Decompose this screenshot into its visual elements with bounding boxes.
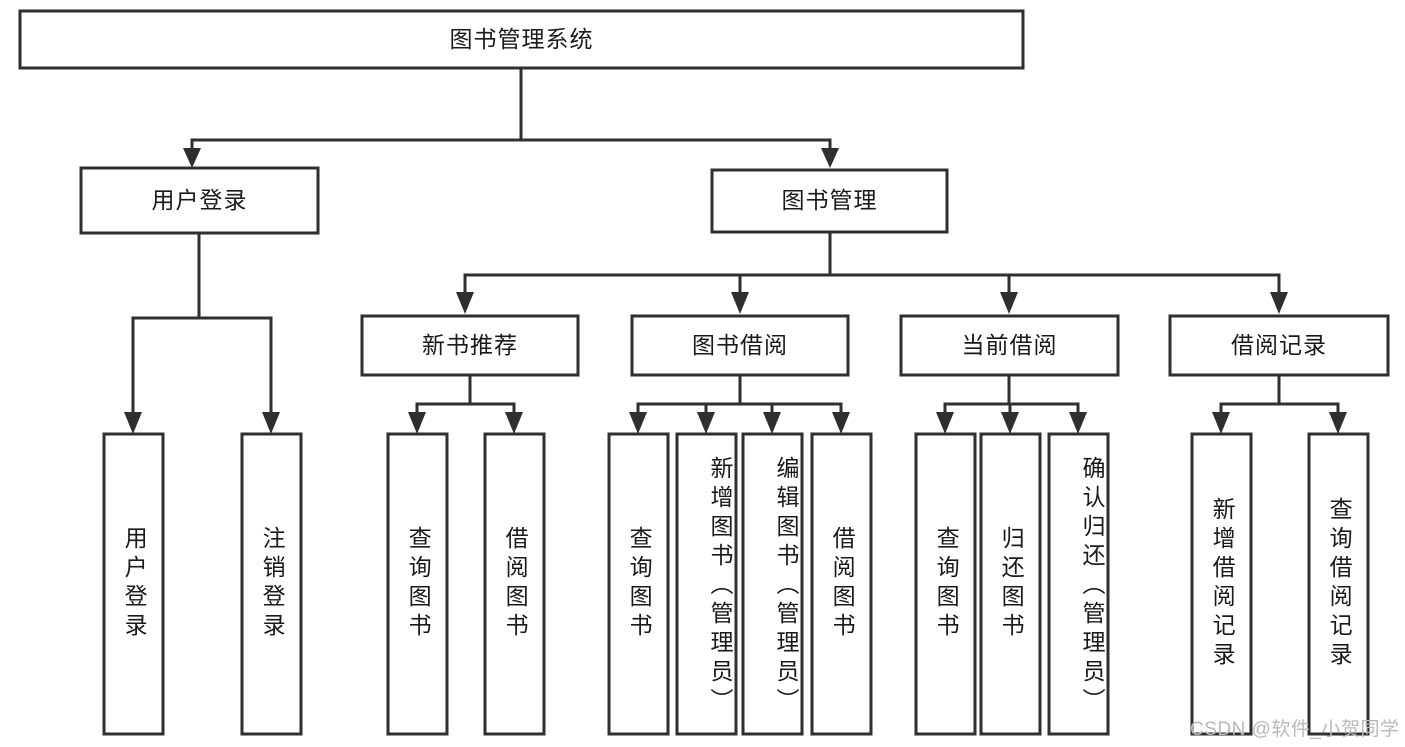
node-box-leaf-query-book-2[interactable] [607, 432, 670, 736]
arrow-head-current-borrow [1000, 292, 1018, 314]
arrow-head-leaf-add-record [1212, 412, 1230, 434]
arrow-head-leaf-query-record [1329, 412, 1347, 434]
node-box-leaf-user-logout[interactable] [240, 432, 303, 736]
node-box-borrow-record[interactable] [1168, 314, 1390, 377]
arrow-head-leaf-query-book-1 [408, 412, 426, 434]
node-box-leaf-confirm-return[interactable] [1047, 432, 1110, 736]
connectors-current-borrow-to-leaves [936, 373, 1087, 434]
arrow-head-leaf-edit-book [763, 412, 781, 434]
arrow-head-new-book-recommend [456, 292, 474, 314]
connectors-root-to-level1 [183, 66, 839, 168]
connectors-book-borrow-to-leaves [629, 373, 850, 434]
arrow-head-borrow-record [1270, 292, 1288, 314]
arrow-head-leaf-user-login [124, 412, 142, 434]
node-box-book-borrow[interactable] [630, 314, 850, 377]
arrow-head-leaf-borrow-book-1 [505, 412, 523, 434]
node-box-leaf-edit-book[interactable] [741, 432, 804, 736]
connectors-book-manage-to-level2 [456, 230, 1288, 314]
arrow-head-leaf-query-book-2 [629, 412, 647, 434]
node-box-leaf-add-record[interactable] [1190, 432, 1253, 736]
node-box-leaf-query-book-1[interactable] [386, 432, 449, 736]
arrow-head-leaf-add-book [697, 412, 715, 434]
node-box-new-book-recommend[interactable] [360, 314, 580, 377]
arrow-head-user-login [183, 148, 201, 168]
connectors-borrow-record-to-leaves [1212, 373, 1347, 434]
arrow-head-leaf-query-book-3 [936, 412, 954, 434]
node-box-leaf-query-record[interactable] [1307, 432, 1370, 736]
node-box-leaf-borrow-book-1[interactable] [483, 432, 546, 736]
node-box-leaf-borrow-book-2[interactable] [810, 432, 873, 736]
node-box-user-login[interactable] [79, 166, 320, 235]
node-box-leaf-user-login[interactable] [102, 432, 165, 736]
node-box-root[interactable] [18, 9, 1025, 70]
arrow-head-book-manage [821, 148, 839, 168]
arrow-head-leaf-borrow-book-2 [832, 412, 850, 434]
arrow-head-leaf-user-logout [262, 412, 280, 434]
node-box-current-borrow[interactable] [899, 314, 1120, 377]
node-box-leaf-return-book[interactable] [979, 432, 1042, 736]
node-box-leaf-query-book-3[interactable] [914, 432, 977, 736]
arrow-head-book-borrow [731, 292, 749, 314]
arrow-head-leaf-return-book [1001, 412, 1019, 434]
connectors-user-login-to-leaves [124, 231, 280, 434]
node-box-leaf-add-book[interactable] [675, 432, 738, 736]
arrow-head-leaf-confirm-return [1069, 412, 1087, 434]
connectors-new-book-to-leaves [408, 373, 523, 434]
node-box-book-manage[interactable] [710, 168, 949, 234]
